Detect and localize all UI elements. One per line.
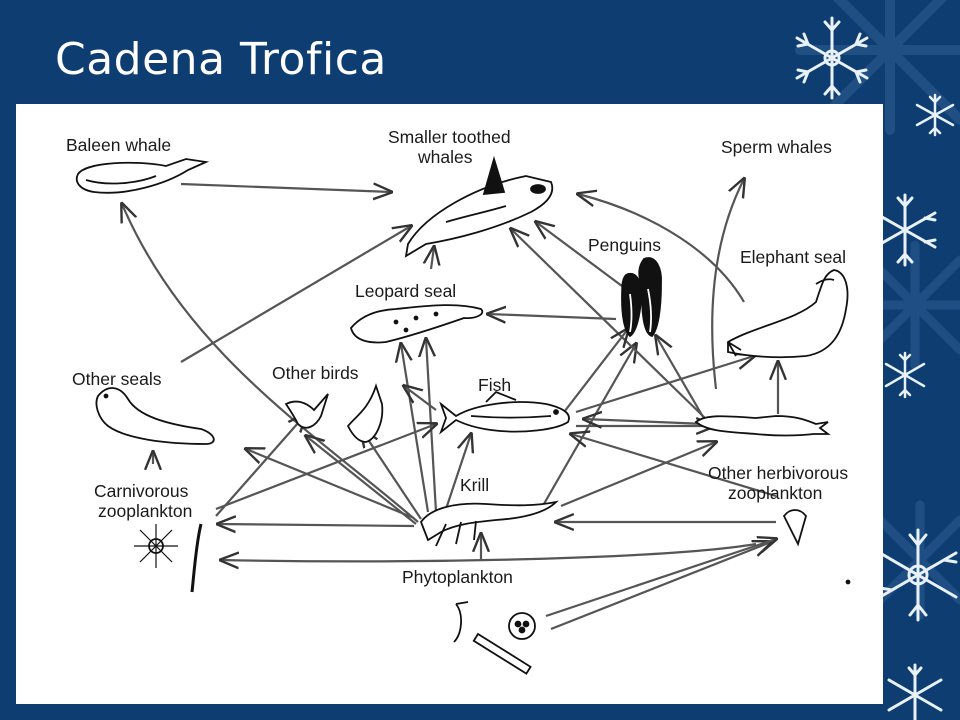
herbivorous-zooplankton-icon [782,509,807,547]
food-web-drawing [75,155,851,675]
arrow-fish-to-leopard-seal [404,386,437,411]
squid-icon [694,415,831,437]
arrow-elephant-to-toothed-whales [578,194,745,303]
phytoplankton-icon [453,601,536,675]
elephant-seal-icon [727,269,849,359]
arrow-krill-to-baleen-whale [122,204,419,523]
feeding-arrows [122,179,778,631]
arrow-carnivorous-to-birds [215,414,306,517]
arrow-other-seals-to-toothed-whales [180,226,411,363]
leopard-seal-icon [350,304,484,344]
arrow-phyto-to-herb-2 [545,539,776,618]
label-other-herbivorous-zooplankton-line1: Other herbivorous [708,463,849,483]
arrow-squid-to-sperm-whales [711,179,744,390]
arrow-phytoplankton-to-herbivorous [550,542,771,631]
arrow-herbivorous-to-carnivorous [221,542,757,561]
arrow-squid-to-penguins [656,336,707,423]
label-other-herbivorous-zooplankton-line2: zooplankton [728,483,823,503]
arrow-krill-to-squid [560,442,716,508]
label-leopard-seal: Leopard seal [355,281,457,301]
krill-icon [419,500,559,547]
penguin-icon [621,257,662,338]
snowflake-icon [873,193,937,267]
large-snowflake-icon [875,500,960,620]
carnivorous-zooplankton-icon [134,523,203,593]
label-other-birds: Other birds [272,363,359,383]
snowflake-icon [795,16,869,100]
arrow-fish-to-penguins [560,329,628,417]
food-web-diagram: Baleen whale Smaller toothed whales Sper… [16,104,883,704]
label-smaller-toothed-whales-line2: whales [418,147,473,167]
arrow-krill-to-other-birds-2 [361,429,422,520]
baleen-whale-icon [75,158,210,194]
label-carnivorous-zooplankton-line1: Carnivorous [94,481,189,501]
fish-icon [439,390,570,435]
label-smaller-toothed-whales-line1: Smaller toothed [388,127,511,147]
arrow-krill-to-fish [444,434,471,510]
arrow-krill-to-leopard-seal [401,344,430,513]
arrow-carnivorous-to-fish [215,424,436,511]
snowflake-icon [915,93,955,137]
label-other-seals: Other seals [72,369,162,389]
label-baleen-whale: Baleen whale [66,135,172,155]
arrow-leopard-to-toothed-whales [431,247,434,270]
snowflake-icon [878,528,958,622]
label-krill: Krill [460,475,490,495]
arrow-fish-to-elephant-seal [575,356,754,414]
arrow-squid-to-toothed-whales [511,229,707,420]
label-elephant-seal: Elephant seal [740,247,847,267]
bird-icon [284,383,384,443]
speck [845,579,851,585]
label-penguins: Penguins [588,235,661,255]
other-seal-icon [95,387,215,445]
label-phytoplankton: Phytoplankton [402,567,513,587]
toothed-whale-icon [404,155,554,258]
arrow-krill-to-other-seals [246,449,415,520]
snowflake-icon [887,663,943,720]
label-carnivorous-zooplankton-line2: zooplankton [98,501,193,521]
arrow-krill-to-other-birds [306,436,417,525]
arrow-krill-to-carnivorous [218,524,415,526]
arrow-herbivorous-to-fish [571,434,777,498]
arrow-penguins-to-toothed-whales [536,222,627,290]
large-snowflake-icon [795,0,960,135]
snowflake-icon [884,351,926,399]
label-fish: Fish [478,375,512,395]
arrow-penguins-to-leopard-seal [488,314,617,319]
slide-title: Cadena Trofica [55,34,387,85]
arrow-baleen-to-toothed-whales [180,184,391,192]
label-sperm-whales: Sperm whales [721,137,832,157]
arrow-squid-to-fish [584,419,707,424]
